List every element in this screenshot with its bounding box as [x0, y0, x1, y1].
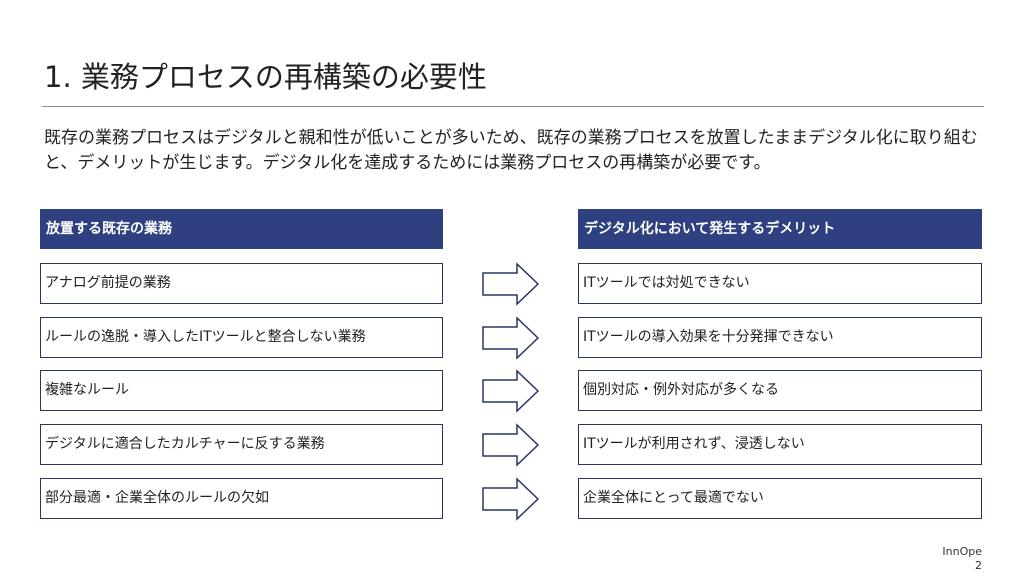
right-arrow-outline-icon: [482, 316, 540, 360]
left-item-4: デジタルに適合したカルチャーに反する業務: [40, 424, 443, 465]
right-arrow-outline-icon: [482, 477, 540, 521]
left-item-2: ルールの逸脱・導入したITツールと整合しない業務: [40, 317, 443, 358]
title-divider: [42, 106, 984, 107]
right-item-1: ITツールでは対処できない: [578, 263, 982, 304]
right-arrow-outline-icon: [482, 423, 540, 467]
page-number: 2: [975, 559, 982, 572]
footer-brand: InnOpe: [942, 545, 982, 558]
right-item-2: ITツールの導入効果を十分発揮できない: [578, 317, 982, 358]
right-arrow-outline-icon: [482, 369, 540, 413]
left-item-5: 部分最適・企業全体のルールの欠如: [40, 478, 443, 519]
right-item-3: 個別対応・例外対応が多くなる: [578, 370, 982, 411]
intro-paragraph: 既存の業務プロセスはデジタルと親和性が低いことが多いため、既存の業務プロセスを放…: [44, 128, 978, 173]
right-item-4: ITツールが利用されず、浸透しない: [578, 424, 982, 465]
slide-title: 1. 業務プロセスの再構築の必要性: [44, 60, 487, 94]
right-item-5: 企業全体にとって最適でない: [578, 478, 982, 519]
left-column-header: 放置する既存の業務: [40, 209, 443, 249]
left-item-3: 複雑なルール: [40, 370, 443, 411]
right-column-header: デジタル化において発生するデメリット: [578, 209, 982, 249]
left-item-1: アナログ前提の業務: [40, 263, 443, 304]
right-arrow-outline-icon: [482, 262, 540, 306]
